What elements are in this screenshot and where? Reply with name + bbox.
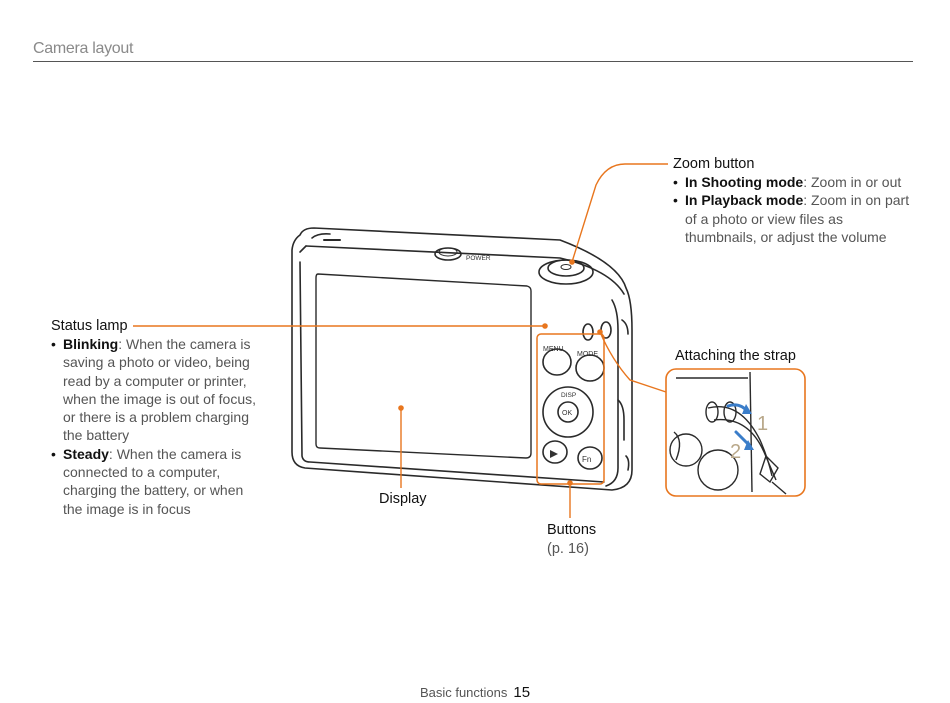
buttons-page-ref: (p. 16) xyxy=(547,541,589,557)
page-title: Camera layout xyxy=(33,40,134,57)
zoom-list: In Shooting mode: Zoom in or out In Play… xyxy=(673,173,913,246)
mode-label: MODE xyxy=(577,351,598,358)
page-number: 15 xyxy=(513,684,531,701)
list-item-text: : When the camera is saving a photo or v… xyxy=(63,336,256,444)
list-item: Steady: When the camera is connected to … xyxy=(51,445,261,518)
zoom-title: Zoom button xyxy=(673,156,755,172)
list-item-text: : Zoom in on part of a photo or view fil… xyxy=(685,192,910,245)
play-icon xyxy=(550,450,558,458)
strap-step-1: 1 xyxy=(757,413,768,435)
strap-inset: 1 2 xyxy=(665,368,806,497)
list-item-term: Blinking xyxy=(63,336,119,352)
header-divider xyxy=(33,61,913,62)
display-label: Display xyxy=(379,491,427,507)
page-footer: Basic functions 15 xyxy=(0,684,950,701)
strap-step-2: 2 xyxy=(730,441,741,463)
list-item-text: : When the camera is connected to a comp… xyxy=(63,445,244,517)
footer-section: Basic functions xyxy=(419,685,508,700)
list-item-term: In Shooting mode xyxy=(685,174,804,190)
list-item-term: In Playback mode xyxy=(685,192,804,209)
fn-label: Fn xyxy=(582,455,591,464)
strap-title: Attaching the strap xyxy=(675,348,796,364)
list-item: In Shooting mode: Zoom in or out xyxy=(673,173,913,192)
list-item-term: Steady xyxy=(63,445,109,462)
buttons-label: Buttons xyxy=(547,522,597,538)
power-label: POWER xyxy=(466,255,491,262)
menu-label: MENU xyxy=(543,346,564,353)
list-item: Blinking: When the camera is saving a ph… xyxy=(51,335,261,445)
list-item: In Playback mode: Zoom in on part of a p… xyxy=(673,191,913,246)
disp-label: DISP xyxy=(561,392,576,399)
ok-label: OK xyxy=(562,410,572,417)
list-item-text: : Zoom in or out xyxy=(803,174,902,190)
status-title: Status lamp xyxy=(51,318,128,334)
status-list: Blinking: When the camera is saving a ph… xyxy=(51,335,261,518)
